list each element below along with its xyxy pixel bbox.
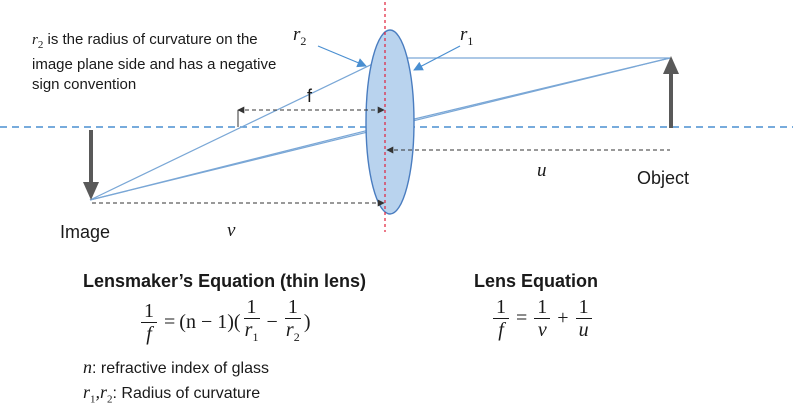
label-r2: r2 — [293, 24, 307, 48]
note-symbol-sub: 2 — [37, 39, 44, 51]
definition-r: r1,r2: Radius of curvature — [83, 382, 261, 406]
label-r1: r1 — [460, 24, 474, 48]
label-image-distance: v — [227, 220, 236, 241]
ray-upper — [384, 57, 671, 127]
object-arrow — [663, 56, 679, 128]
lensmaker-factor: (n − 1)( — [179, 310, 241, 333]
r2-pointer — [317, 45, 367, 68]
focal-length-dimension — [237, 106, 385, 127]
sign-convention-note: r2 is the radius of curvature on the ima… — [32, 30, 282, 95]
image-arrow — [83, 130, 99, 200]
label-object-distance: u — [537, 160, 547, 181]
definition-n: n: refractive index of glass — [83, 357, 269, 377]
lens — [365, 29, 415, 215]
ray-upper-out — [89, 125, 386, 201]
ray-focal — [89, 57, 386, 201]
label-focal-length: f — [307, 86, 313, 106]
label-image: Image — [60, 222, 111, 242]
lensmaker-heading: Lensmaker’s Equation (thin lens) — [83, 271, 367, 291]
rays — [89, 57, 671, 201]
lens-equation-heading: Lens Equation — [474, 271, 599, 291]
note-symbol: r — [32, 32, 38, 48]
note-text: is the radius of curvature on the image … — [32, 31, 277, 93]
label-object: Object — [637, 168, 690, 188]
r1-pointer — [413, 45, 461, 71]
